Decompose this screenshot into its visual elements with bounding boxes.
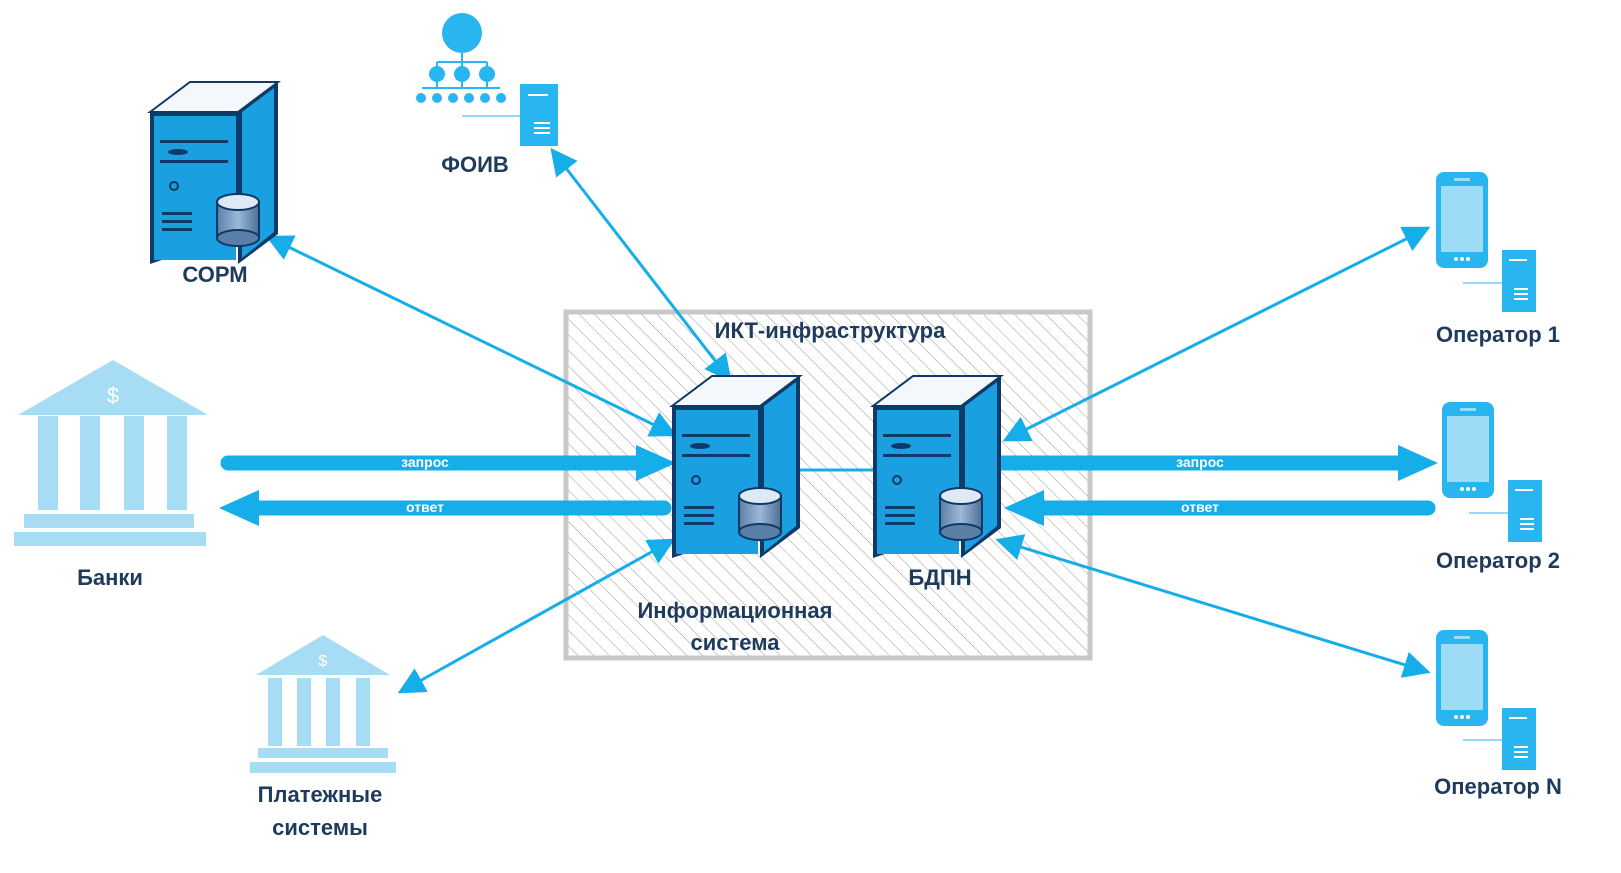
operator1-label: Оператор 1 [1435,322,1561,347]
operatorN-label: Оператор N [1434,774,1562,799]
info-system-label-line1: Информационная [637,598,833,623]
arrow-payment-systems [397,538,676,694]
infrastructure-title: ИКТ-инфраструктура [714,318,946,343]
sorm-label: СОРМ [182,262,248,287]
info-system-label-line2: система [690,630,780,655]
foiv-label: ФОИВ [441,152,509,177]
dollar-sign-icon: $ [106,383,120,408]
bank-building-icon [14,360,208,546]
sorm-server-icon [147,81,281,264]
payment-systems-label-line2: системы [272,815,368,840]
left-response-arrow [219,490,672,526]
arrow-sorm [265,235,678,437]
payment-system-building-icon [250,635,396,773]
right-request-label: запрос [1176,454,1224,470]
foiv-org-icon [416,13,558,146]
dollar-sign-icon: $ [318,653,328,670]
payment-systems-label-line1: Платежные [257,782,383,807]
banks-label: Банки [77,565,143,590]
operator2-label: Оператор 2 [1435,548,1561,573]
right-request-arrow [992,445,1438,481]
operator2-phone-icon [1442,402,1542,542]
right-response-arrow [1004,490,1436,526]
arrow-foiv [550,147,732,383]
left-request-label: запрос [401,454,449,470]
info-system-server-icon [669,375,803,558]
operatorN-phone-icon [1436,630,1536,770]
right-response-label: ответ [1181,499,1219,515]
bdpn-server-icon [870,375,1004,558]
operator1-phone-icon [1436,172,1536,312]
arrow-operatorN [995,534,1431,678]
arrow-operator1 [1002,226,1431,442]
left-response-label: ответ [406,499,444,515]
left-request-arrow [220,445,676,481]
bdpn-label: БДПН [908,565,972,590]
